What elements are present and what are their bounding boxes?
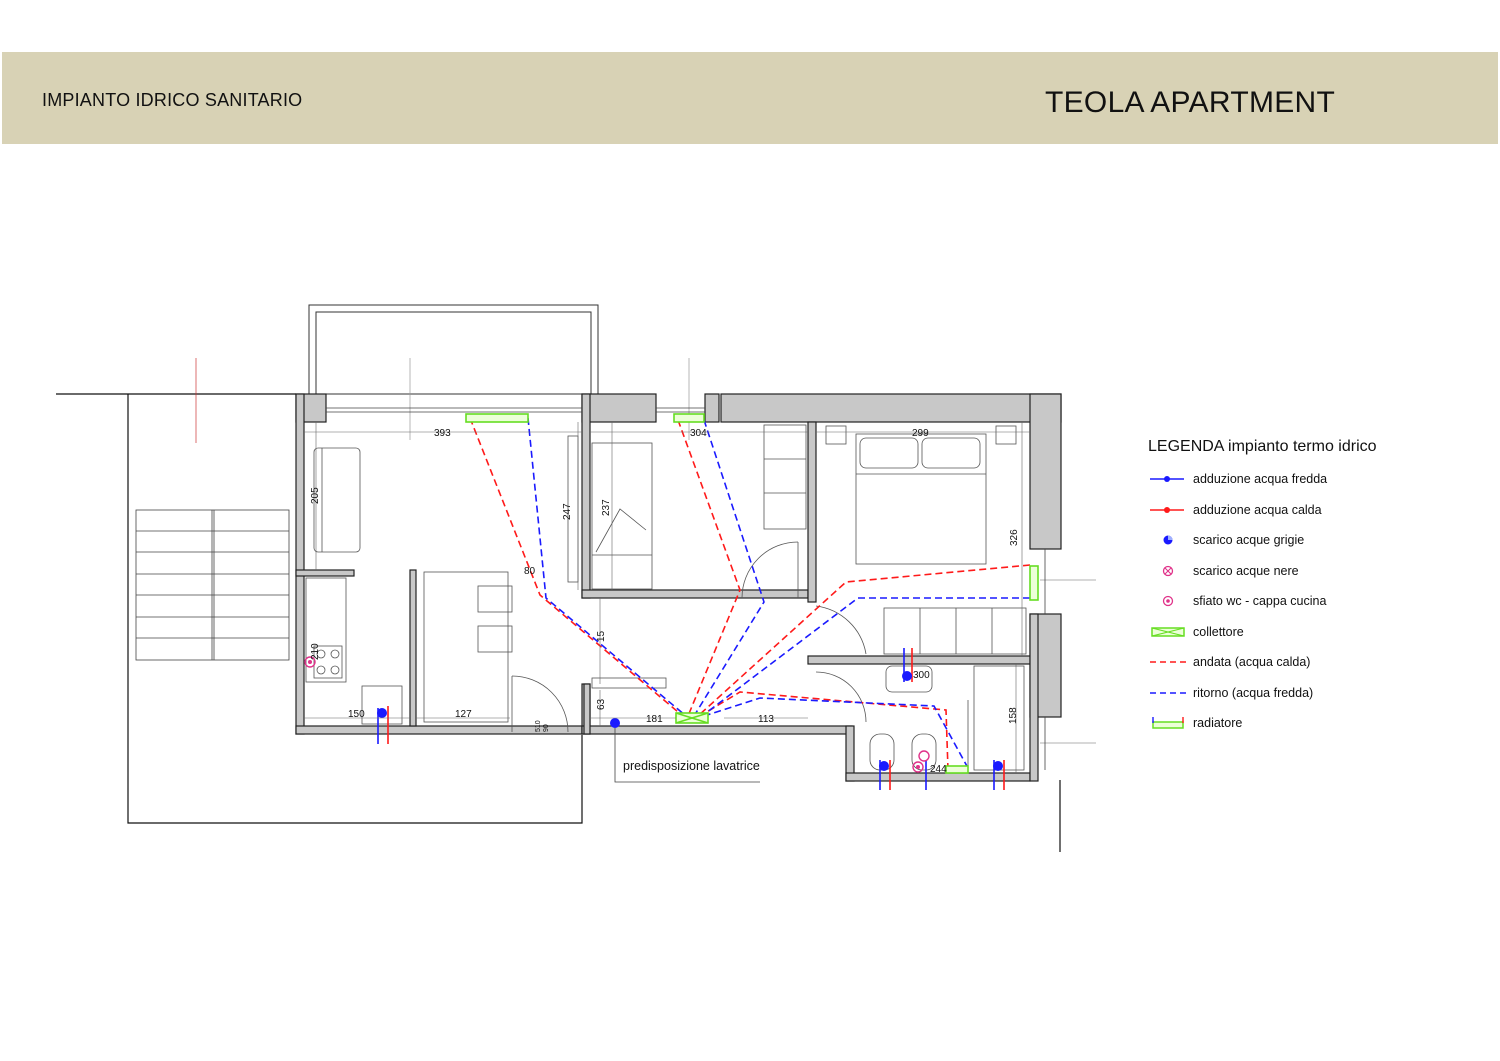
dim-247: 247 [562, 503, 573, 520]
dim-127: 127 [455, 709, 472, 720]
dim-205: 205 [310, 487, 321, 504]
dim-158: 158 [1008, 707, 1019, 724]
drain-symbols [304, 656, 1003, 773]
dim-150: 150 [348, 709, 365, 720]
dim-393: 393 [434, 428, 451, 439]
legend-item: ritorno (acqua fredda) [1148, 678, 1448, 709]
drawing-subtitle: IMPIANTO IDRICO SANITARIO [42, 90, 303, 110]
dim-181: 181 [646, 714, 663, 725]
project-title: TEOLA APARTMENT [1045, 86, 1336, 119]
return-dashed-blue-icon [1150, 691, 1186, 694]
legend-item: adduzione acqua fredda [1148, 464, 1448, 495]
title-band: IMPIANTO IDRICO SANITARIO TEOLA APARTMEN… [2, 52, 1498, 144]
walls [295, 393, 1062, 782]
dim-237: 237 [601, 499, 612, 516]
dim-304: 304 [690, 428, 707, 439]
heating-flow-red [469, 417, 1031, 771]
legend-item: scarico acque grigie [1148, 525, 1448, 556]
washing-machine-caption: predisposizione lavatrice [623, 759, 760, 773]
grey-water-drain-icon [1163, 535, 1173, 545]
dimension-labels: 393 304 299 205 247 237 326 80 15 210 63… [310, 428, 1020, 775]
flow-dashed-red-icon [1150, 661, 1186, 664]
dim-244: 244 [930, 764, 947, 775]
legend-label: sfiato wc - cappa cucina [1193, 594, 1327, 609]
dim-299: 299 [912, 428, 929, 439]
dim-113: 113 [758, 714, 774, 725]
legend-label: scarico acque nere [1193, 563, 1299, 578]
legend-title: LEGENDA impianto termo idrico [1148, 438, 1377, 455]
cold-supply-line-icon [1150, 476, 1184, 483]
legend-item: scarico acque nere [1148, 556, 1448, 587]
dim-210: 210 [310, 643, 321, 660]
dim-63: 63 [596, 698, 607, 710]
manifold-icon [1151, 627, 1185, 637]
legend-label: adduzione acqua fredda [1193, 472, 1328, 487]
caption-leader [614, 728, 760, 783]
manifold [675, 712, 709, 724]
legend-label: ritorno (acqua fredda) [1193, 685, 1314, 700]
dim-326: 326 [1009, 529, 1020, 546]
dim-300: 300 [913, 670, 930, 681]
hot-supply-line-icon [1150, 506, 1184, 513]
legend-label: andata (acqua calda) [1193, 655, 1311, 670]
dim-90: 90 [543, 724, 550, 732]
dim-15: 15 [596, 630, 607, 642]
heating-return-blue [527, 417, 1030, 769]
staircase [135, 509, 290, 661]
axis-lines [195, 358, 1096, 744]
dimension-lines [304, 422, 1030, 773]
legend-item: collettore [1148, 617, 1448, 648]
radiator-icon [1152, 717, 1184, 729]
legend-label: radiatore [1193, 716, 1243, 731]
legend-label: collettore [1193, 624, 1244, 639]
legend-item: sfiato wc - cappa cucina [1148, 586, 1448, 617]
legend-item: adduzione acqua calda [1148, 495, 1448, 526]
legend: LEGENDA impianto termo idrico adduzione … [1148, 438, 1448, 739]
dim-80: 80 [524, 566, 536, 577]
radiators [465, 413, 1039, 774]
dim-510: 510 [535, 720, 542, 732]
vent-icon [1162, 596, 1174, 607]
black-water-drain-icon [1162, 565, 1174, 576]
legend-item: andata (acqua calda) [1148, 647, 1448, 678]
legend-label: adduzione acqua calda [1193, 502, 1322, 517]
legend-item: radiatore [1148, 708, 1448, 739]
legend-label: scarico acque grigie [1193, 533, 1305, 548]
balcony [308, 304, 599, 395]
windows [326, 407, 1046, 770]
site-outline [56, 393, 1061, 852]
